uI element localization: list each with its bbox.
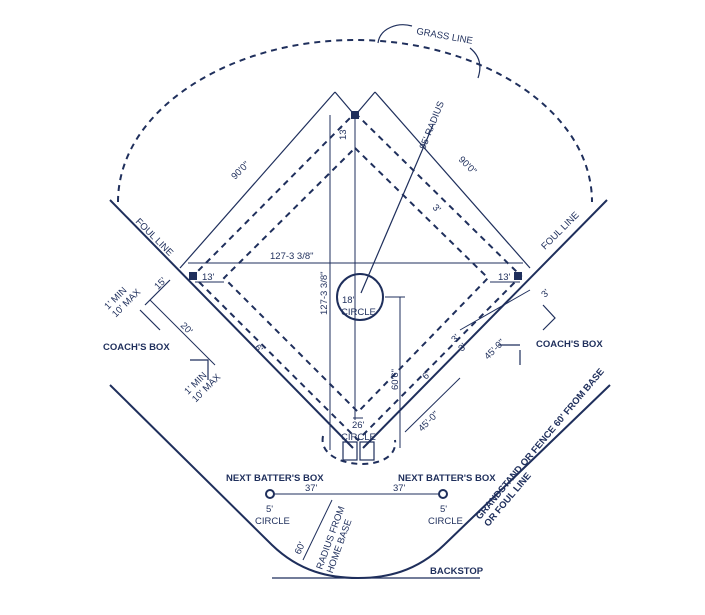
dim-15-label: 15' [152,275,169,292]
dim-13-left-label: 13' [202,272,215,283]
outer-line-left [179,91,336,269]
outer-line-right [374,91,531,269]
dim-6-right-label: 6' [420,369,433,382]
dim-127-vertical-label: 127-3 3/8" [319,271,330,315]
infield-diamond-inner [222,146,490,414]
dim-6-left-label: 6' [252,342,265,355]
dim-60-line [302,499,333,561]
grass-line-callout [377,24,481,79]
dim-13-right-label: 13' [498,272,511,283]
circle-18-line2: CIRCLE [341,307,376,318]
circle-5-right-line2: CIRCLE [428,516,463,527]
next-batter-right-label: NEXT BATTER'S BOX [398,473,496,484]
dim-1min-10max-bottom-label: 1' MIN10' MAX [182,364,223,405]
dim-1min-10max-top-label: 1' MIN10' MAX [102,279,143,320]
dim-60-6-label: 60'6" [390,369,401,390]
second-base [351,111,359,119]
grass-line-label: GRASS LINE [415,26,473,47]
circle-5-left-line1: 5' [266,504,273,515]
on-deck-circle-left [265,489,275,499]
backstop-curve [109,384,611,580]
radius-95-line [360,124,434,294]
circle-18-line1: 18' [342,295,355,306]
foul-line-left-label: FOUL LINE [133,216,175,258]
dim-20-label: 20' [178,320,195,337]
on-deck-circle-right [438,489,448,499]
dim-13-top-label: 13' [338,127,349,140]
backstop-label: BACKSTOP [430,566,484,577]
batters-box-right [359,441,375,461]
dim-offset-line-left [149,299,216,366]
circle-26-line2: CIRCLE [341,432,376,443]
circle-26-line1: 26' [352,420,365,431]
dim-3-top-label: 3' [430,202,443,215]
dim-45-upper-line [459,289,531,331]
third-base [189,272,197,280]
batters-box-left [342,441,358,461]
first-base [514,272,522,280]
top-tick-right [357,91,376,113]
dim-45-lower-line [404,377,461,433]
infield-diamond-outer [191,111,523,442]
dim-90-left-label: 90'0" [229,159,252,182]
circle-5-left-line2: CIRCLE [255,516,290,527]
top-tick-left [334,91,353,113]
next-batter-left-label: NEXT BATTER'S BOX [226,473,324,484]
coach-box-left-shape [139,279,209,380]
coach-box-right-label: COACH'S BOX [536,339,603,350]
radius-95-label: 95' RADIUS [418,100,447,151]
circle-5-right-line1: 5' [440,504,447,515]
dim-60-label: 60' [293,540,308,556]
coach-box-left-label: COACH'S BOX [103,342,170,353]
foul-line-left [109,199,354,449]
coach-box-right-shape [498,304,556,365]
dim-90-right-label: 90'0" [456,154,479,177]
dim-37-right-label: 37' [393,483,406,494]
dim-127-horizontal-label: 127-3 3/8" [270,251,314,262]
foul-line-right [362,199,608,449]
dim-3-right-label: 3' [539,287,552,300]
dim-45-upper-label: 45'-0" [482,337,507,362]
radius-home-label: RADIUS FROMHOME BASE [314,505,357,575]
home-circle [321,435,397,465]
dim-37-left-label: 37' [305,483,318,494]
dim-45-lower-label: 45'-0" [416,409,441,434]
pitcher-circle [336,273,384,321]
